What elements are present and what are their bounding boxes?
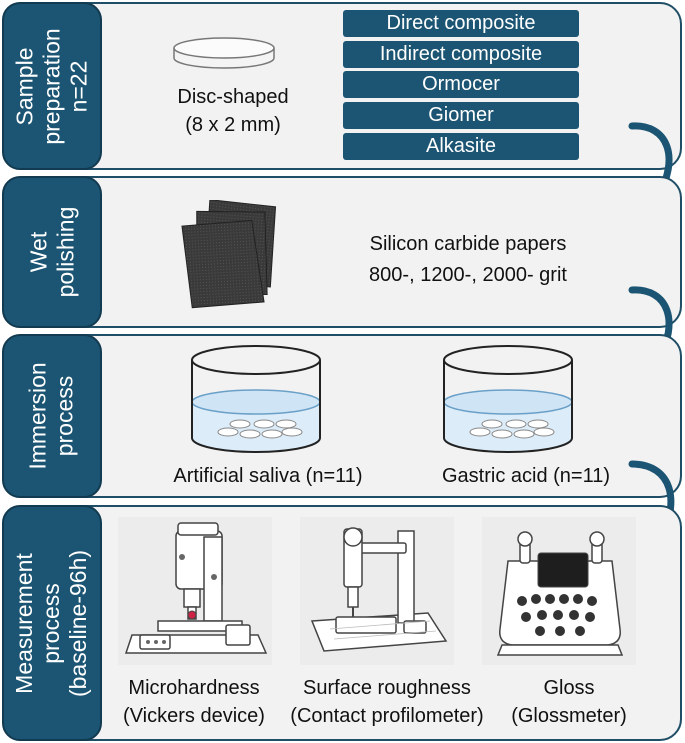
saliva-label: Artificial saliva (n=11) — [173, 465, 363, 487]
saliva-dish-icon — [191, 345, 321, 453]
immersion-tab-line1: Immersion — [25, 362, 52, 470]
immersion-tab: Immersion process — [2, 334, 102, 498]
glossmeter-label: (Glossmeter) — [511, 705, 627, 727]
material-direct-composite: Direct composite — [343, 10, 579, 37]
measurement-tab-line3: (baseline-96h) — [65, 549, 92, 697]
surface-roughness-label: Surface roughness — [303, 677, 471, 699]
disc-icon — [173, 37, 275, 69]
immersion-tab-line2: process — [52, 375, 79, 457]
material-indirect-composite: Indirect composite — [343, 41, 579, 68]
measurement-tab: Measurement process (baseline-96h) — [2, 505, 102, 741]
material-alkasite: Alkasite — [343, 133, 579, 160]
acid-label: Gastric acid (n=11) — [441, 465, 611, 487]
vickers-device-icon — [118, 517, 272, 665]
wet-polishing-tab: Wet polishing — [2, 176, 102, 328]
grit-label: 800-, 1200-, 2000- grit — [369, 264, 567, 286]
profilometer-label: (Contact profilometer) — [290, 705, 484, 727]
disc-shape-label: Disc-shaped — [177, 86, 289, 108]
vickers-device-label: (Vickers device) — [123, 705, 265, 727]
disc-size-label: (8 x 2 mm) — [185, 114, 281, 136]
glossmeter-icon — [482, 517, 636, 665]
papers-label: Silicon carbide papers — [369, 233, 567, 255]
gloss-label: Gloss — [543, 677, 595, 699]
measurement-tab-line1: Measurement — [11, 552, 38, 694]
measurement-tab-line2: process — [38, 582, 65, 664]
polishing-tab-line2: polishing — [51, 206, 78, 298]
acid-dish-icon — [443, 345, 573, 453]
microhardness-label: Microhardness — [128, 677, 260, 699]
material-giomer: Giomer — [343, 102, 579, 129]
sample-tab-line2: preparation — [38, 27, 65, 145]
wet-polishing-panel — [44, 176, 682, 328]
arrow-4-icon — [626, 532, 666, 556]
sample-tab-line1: Sample — [11, 47, 38, 125]
material-ormocer: Ormocer — [343, 71, 579, 98]
polishing-tab-line1: Wet — [24, 231, 51, 273]
sample-tab-line3: n=22 — [65, 60, 92, 112]
sample-preparation-tab: Sample preparation n=22 — [2, 2, 102, 170]
silicon-carbide-papers-icon — [181, 200, 277, 309]
profilometer-icon — [300, 517, 454, 665]
